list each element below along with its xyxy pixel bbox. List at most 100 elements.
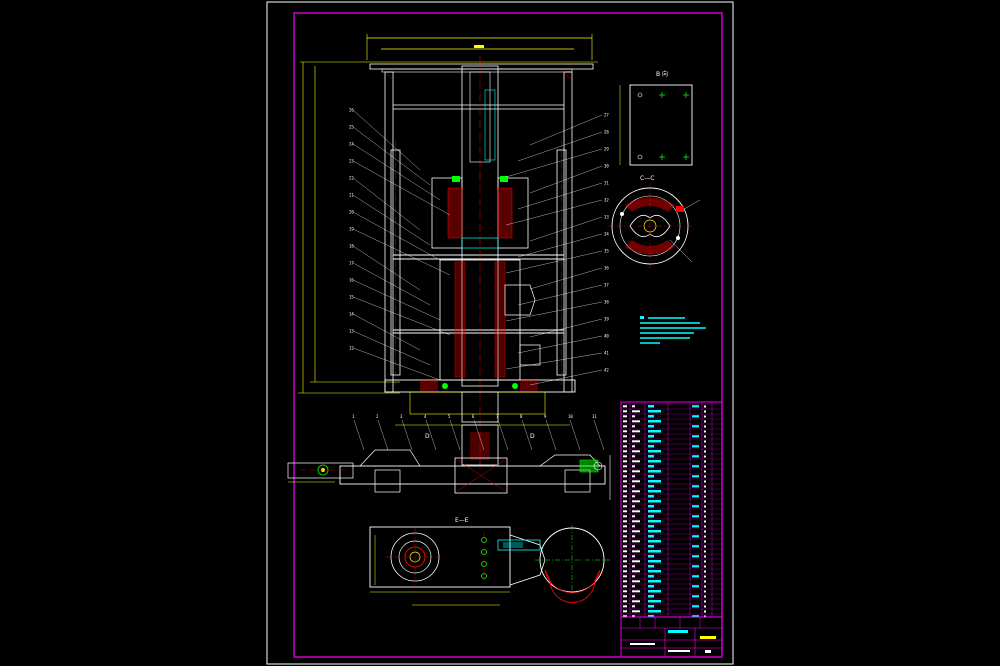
part-number-cell xyxy=(623,435,627,438)
part-number-cell xyxy=(623,535,627,538)
part-qty-cell xyxy=(704,420,706,423)
balloon-right: 30 xyxy=(529,164,609,194)
part-code-cell xyxy=(632,445,635,448)
part-number-cell xyxy=(623,455,627,458)
balloon-bottom: 3 xyxy=(400,414,413,451)
part-number-cell xyxy=(623,485,627,488)
balloon-label: 18 xyxy=(349,244,354,249)
part-qty-cell xyxy=(704,555,706,558)
part-name-cell xyxy=(648,410,661,413)
part-number-cell xyxy=(623,615,627,618)
b-view-label: B 向 xyxy=(656,70,668,78)
part-qty-cell xyxy=(704,610,706,613)
part-material-cell xyxy=(692,605,699,608)
part-qty-cell xyxy=(704,465,706,468)
part-number-cell xyxy=(623,610,627,613)
part-qty-cell xyxy=(704,485,706,488)
part-qty-cell xyxy=(704,495,706,498)
part-code-cell xyxy=(632,525,635,528)
balloon-right: 38 xyxy=(505,300,609,322)
part-code-cell xyxy=(632,600,640,603)
balloon-label: 5 xyxy=(448,414,451,419)
part-qty-cell xyxy=(704,615,706,618)
part-number-cell xyxy=(623,425,627,428)
part-material-cell xyxy=(692,505,699,508)
part-name-cell xyxy=(648,490,661,493)
part-code-cell xyxy=(632,565,635,568)
part-code-cell xyxy=(632,545,635,548)
part-number-cell xyxy=(623,470,627,473)
part-qty-cell xyxy=(704,440,706,443)
part-qty-cell xyxy=(704,480,706,483)
part-material-cell xyxy=(692,595,699,598)
plan-view-label: E—E xyxy=(455,517,469,524)
part-name-cell xyxy=(648,465,654,468)
balloon-right: 27 xyxy=(529,113,609,146)
part-number-cell xyxy=(623,475,627,478)
part-name-cell xyxy=(648,545,654,548)
part-number-cell xyxy=(623,405,627,408)
part-qty-cell xyxy=(704,405,706,408)
balloon-label: 30 xyxy=(604,164,609,169)
part-number-cell xyxy=(623,445,627,448)
part-name-cell xyxy=(648,430,661,433)
balloon-label: 40 xyxy=(604,334,609,339)
part-name-cell xyxy=(648,590,661,593)
part-name-cell xyxy=(648,535,654,538)
part-number-cell xyxy=(623,565,627,568)
part-number-cell xyxy=(623,465,627,468)
part-material-cell xyxy=(692,425,699,428)
part-code-cell xyxy=(632,540,640,543)
part-code-cell xyxy=(632,435,635,438)
part-material-cell xyxy=(692,585,699,588)
part-qty-cell xyxy=(704,510,706,513)
part-qty-cell xyxy=(704,500,706,503)
part-number-cell xyxy=(623,580,627,583)
part-code-cell xyxy=(632,450,640,453)
part-qty-cell xyxy=(704,430,706,433)
part-code-cell xyxy=(632,470,640,473)
balloon-label: 20 xyxy=(349,210,354,215)
part-number-cell xyxy=(623,510,627,513)
part-name-cell xyxy=(648,585,654,588)
part-name-cell xyxy=(648,610,661,613)
balloon-label: 11 xyxy=(592,414,597,419)
part-code-cell xyxy=(632,560,640,563)
part-code-cell xyxy=(632,425,635,428)
part-code-cell xyxy=(632,580,640,583)
part-code-cell xyxy=(632,465,635,468)
part-qty-cell xyxy=(704,530,706,533)
part-number-cell xyxy=(623,410,627,413)
part-number-cell xyxy=(623,605,627,608)
part-code-cell xyxy=(632,590,640,593)
balloon-label: 28 xyxy=(604,130,609,135)
part-code-cell xyxy=(632,610,640,613)
part-name-cell xyxy=(648,480,661,483)
part-qty-cell xyxy=(704,520,706,523)
part-qty-cell xyxy=(704,515,706,518)
balloon-label: 25 xyxy=(349,125,354,130)
part-code-cell xyxy=(632,420,640,423)
balloon-label: 36 xyxy=(604,266,609,271)
part-name-cell xyxy=(648,525,654,528)
part-code-cell xyxy=(632,585,635,588)
part-name-cell xyxy=(648,420,661,423)
part-material-cell xyxy=(692,525,699,528)
balloon-label: 23 xyxy=(349,159,354,164)
balloon-label: 24 xyxy=(349,142,354,147)
plan-view: E—E xyxy=(369,517,610,606)
part-name-cell xyxy=(648,500,661,503)
balloon-label: 1 xyxy=(352,414,355,419)
part-qty-cell xyxy=(704,450,706,453)
balloon-label: 35 xyxy=(604,249,609,254)
balloon-label: 37 xyxy=(604,283,609,288)
balloon-label: 33 xyxy=(604,215,609,220)
part-code-cell xyxy=(632,495,635,498)
part-code-cell xyxy=(632,415,635,418)
balloon-label: 26 xyxy=(349,108,354,113)
part-material-cell xyxy=(692,435,699,438)
part-code-cell xyxy=(632,490,640,493)
part-number-cell xyxy=(623,595,627,598)
balloon-bottom: 11 xyxy=(592,414,605,451)
